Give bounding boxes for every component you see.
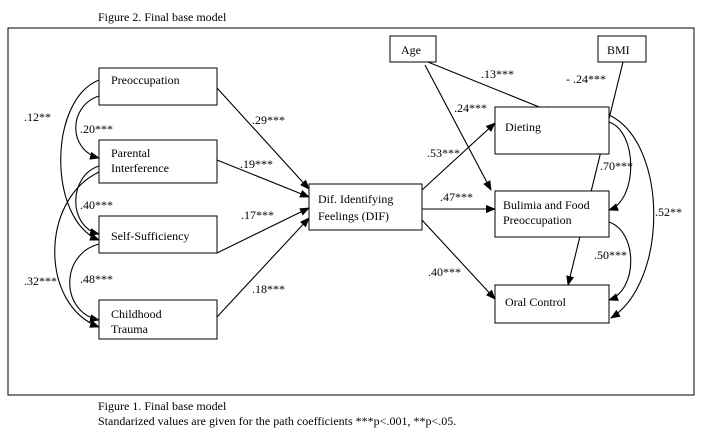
node-label-oral-control: Oral Control — [505, 295, 567, 309]
path-trauma-dif — [216, 217, 310, 318]
path-age-dieting — [417, 57, 555, 114]
coef-trauma-dif: .18*** — [252, 282, 285, 296]
coef-dif-dieting: .53*** — [427, 146, 460, 160]
caption-note: Standarized values are given for the pat… — [98, 414, 457, 428]
dieting-box — [494, 106, 610, 155]
caption-title: Figure 1. Final base model — [98, 399, 227, 413]
node-label-bmi: BMI — [607, 43, 630, 57]
bulimia-box — [494, 190, 610, 238]
cov-dieting-oral — [601, 108, 655, 319]
node-label-dif: Feelings (DIF) — [318, 209, 389, 223]
cov-parental-trauma — [54, 164, 109, 328]
path-parental-dif — [216, 159, 310, 198]
coef-cov-parental-trauma: .32*** — [24, 274, 57, 288]
dif-box — [308, 183, 423, 231]
age-box — [389, 35, 437, 63]
coef-preoccupation-dif: .29*** — [252, 113, 285, 127]
node-label-bulimia: Preoccupation — [503, 213, 572, 227]
node-label-preoccupation: Preoccupation — [111, 73, 180, 87]
node-label-trauma: Childhood — [111, 307, 162, 321]
coef-dif-bulimia: .47*** — [440, 190, 473, 204]
path-selfsufficiency-dif — [216, 207, 310, 254]
node-label-parental: Interference — [111, 161, 169, 175]
bmi-box — [597, 35, 647, 63]
self-sufficiency-box — [98, 215, 218, 254]
coef-selfsufficiency-dif: .17*** — [241, 208, 274, 222]
coef-cov-preoccupation-parental: .20*** — [80, 122, 113, 136]
node-label-bulimia: Bulimia and Food — [503, 198, 590, 212]
node-label-dif: Dif. Identifying — [318, 192, 393, 206]
coef-cov-bulimia-oral: .50*** — [594, 248, 627, 262]
path-bmi-oral — [566, 61, 624, 286]
node-label-trauma: Trauma — [111, 322, 149, 336]
coef-cov-preoccupation-selfsufficiency: .12** — [24, 110, 51, 124]
figure-title: Figure 2. Final base model — [98, 10, 227, 24]
childhood-trauma-box — [98, 299, 218, 340]
node-label-age: Age — [401, 43, 421, 57]
path-dif-dieting — [421, 122, 496, 191]
path-preoccupation-dif — [216, 87, 310, 190]
oral-control-box — [494, 284, 610, 324]
cov-selfsufficiency-trauma — [69, 237, 109, 323]
coef-age-dieting: .13*** — [481, 67, 514, 81]
coef-cov-dieting-bulimia: .70*** — [600, 159, 633, 173]
node-label-dieting: Dieting — [505, 120, 541, 134]
path-age-bulimia — [424, 64, 492, 191]
coef-cov-parental-selfsufficiency: .40*** — [80, 198, 113, 212]
preoccupation-box — [98, 67, 218, 106]
node-label-parental: Parental — [111, 146, 151, 160]
path-dif-oral — [421, 219, 496, 300]
coef-cov-selfsufficiency-trauma: .48*** — [80, 272, 113, 286]
node-label-selfsufficiency: Self-Sufficiency — [111, 229, 189, 243]
figure-frame — [7, 27, 695, 396]
coef-parental-dif: .19*** — [240, 157, 273, 171]
coef-bmi-oral: - .24*** — [566, 72, 606, 86]
parental-interference-box — [98, 139, 218, 184]
coef-dif-oral: .40*** — [428, 265, 461, 279]
coef-age-bulimia: .24*** — [454, 101, 487, 115]
coef-cov-dieting-oral: .52** — [655, 205, 682, 219]
cov-preoccupation-selfsufficiency — [60, 72, 109, 241]
